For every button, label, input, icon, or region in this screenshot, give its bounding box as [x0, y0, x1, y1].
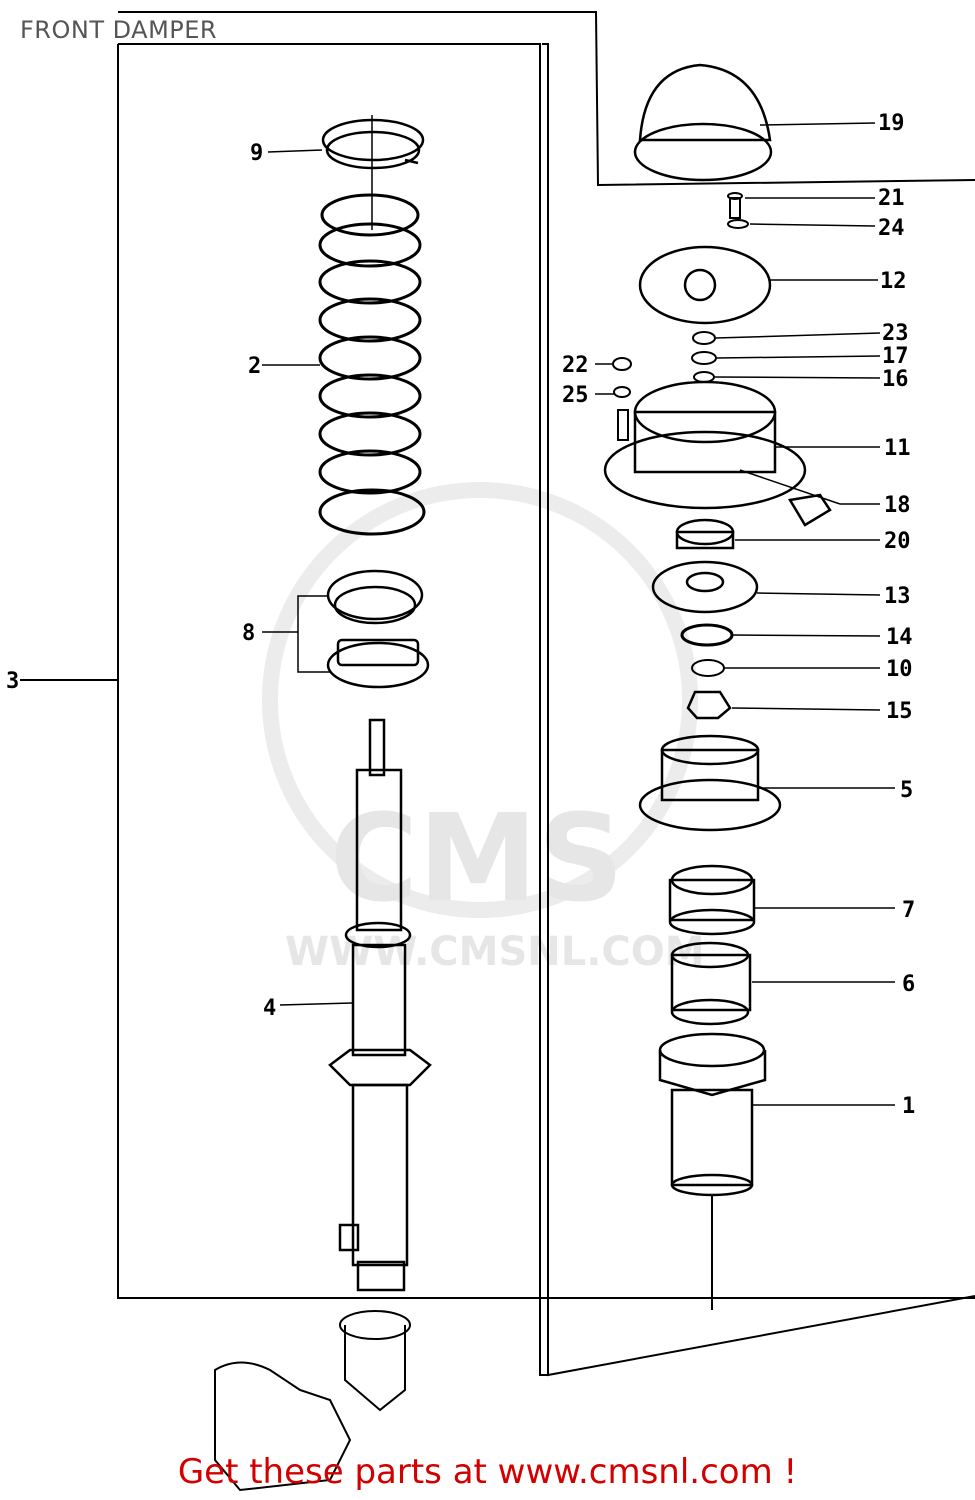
watermark: CMS WWW.CMSNL.COM	[262, 482, 705, 975]
callout-label: 14	[886, 625, 913, 650]
footer-link[interactable]: Get these parts at www.cmsnl.com !	[177, 1452, 798, 1492]
watermark-url: WWW.CMSNL.COM	[285, 929, 705, 975]
assembly-brackets	[20, 11, 975, 1377]
bearing	[675, 518, 735, 550]
callout-label: 2	[248, 354, 261, 379]
callout-label: 23	[882, 321, 909, 346]
callout-label: 12	[880, 269, 907, 294]
nut-washer-stack	[612, 331, 717, 441]
callout-label: 11	[884, 436, 911, 461]
callout-label: 24	[878, 216, 905, 241]
callout-label: 19	[878, 111, 905, 136]
callout-label: 3	[6, 669, 19, 694]
page-title: FRONT DAMPER	[20, 16, 218, 44]
callout-label: 6	[902, 972, 915, 997]
rubber-mount	[638, 734, 782, 832]
collar	[686, 690, 732, 720]
seal	[680, 623, 734, 647]
callout-labels: 9 2 8 3 4 19 21 24 12 23 17 16 22 25 11 …	[6, 111, 915, 1119]
bump-rubber	[668, 864, 756, 936]
bump-stop	[670, 941, 752, 1026]
damper-strut	[328, 718, 432, 1292]
callout-label: 20	[884, 529, 911, 554]
dust-boot	[658, 1032, 767, 1197]
callout-label: 25	[562, 383, 589, 408]
callout-label: 17	[882, 344, 909, 369]
bolt-stack	[727, 192, 749, 229]
spring-seat-pair	[326, 569, 430, 689]
callout-label: 1	[902, 1094, 915, 1119]
watermark-brand: CMS	[330, 790, 624, 929]
dust-cap	[633, 63, 773, 182]
callout-label: 16	[882, 367, 909, 392]
callout-label: 10	[886, 657, 913, 682]
callout-label: 18	[884, 493, 911, 518]
spring-seat-upper	[321, 118, 425, 170]
callout-label: 7	[902, 898, 915, 923]
plate	[651, 560, 759, 614]
callout-label: 4	[263, 996, 276, 1021]
callout-label: 8	[242, 621, 255, 646]
callout-label: 9	[250, 141, 263, 166]
leader-lines	[262, 122, 895, 1106]
mount-plate	[638, 245, 772, 325]
upper-mount	[603, 380, 832, 527]
callout-label: 15	[886, 699, 913, 724]
callout-label: 5	[900, 778, 913, 803]
callout-label: 22	[562, 353, 589, 378]
callout-label: 13	[884, 584, 911, 609]
knuckle	[214, 1310, 411, 1492]
callout-label: 21	[878, 186, 905, 211]
o-ring	[691, 659, 725, 677]
coil-spring	[318, 115, 426, 536]
